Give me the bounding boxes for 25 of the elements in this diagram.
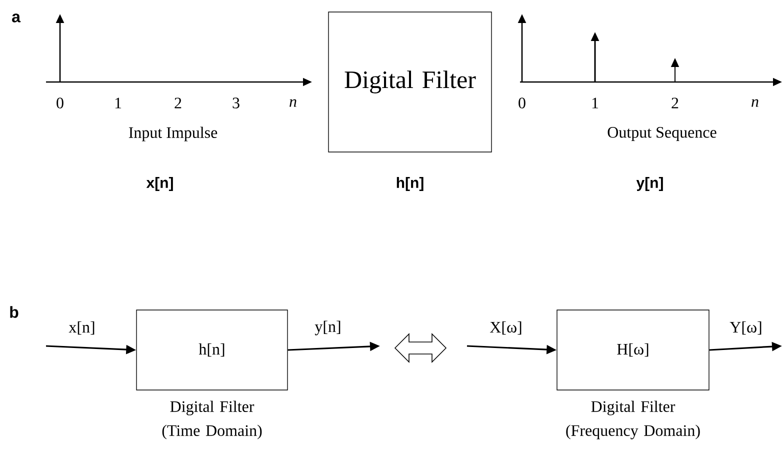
edge-label: y[n] <box>314 320 340 336</box>
edge-label: X[ω] <box>490 321 522 335</box>
signal-label: x[n] <box>146 177 173 191</box>
filter-box: h[n] <box>136 310 288 390</box>
axis-label: n <box>290 99 296 107</box>
panel-letter: b <box>10 306 18 318</box>
tick-label: 2 <box>174 98 182 108</box>
tick-label: 3 <box>232 98 240 108</box>
plot-caption: Input Impulse <box>128 126 218 142</box>
edge-label: Y[ω] <box>730 321 762 335</box>
signal-label: h[n] <box>396 177 424 191</box>
filter-caption: Digital Filter (Frequency Domain) <box>566 400 700 440</box>
plot-caption: Output Sequence <box>608 127 716 141</box>
filter-caption: Digital Filter (Time Domain) <box>162 400 262 440</box>
panel-letter: a <box>12 14 21 22</box>
filter-box: H[ω] <box>556 310 710 390</box>
signal-label: y[n] <box>636 177 663 191</box>
tick-label: 0 <box>56 98 64 108</box>
edge-label: x[n] <box>68 321 94 335</box>
tick-label: 1 <box>592 98 598 108</box>
tick-label: 2 <box>672 98 678 108</box>
filter-box: Digital Filter <box>328 12 492 152</box>
tick-label: 0 <box>518 98 526 108</box>
tick-label: 1 <box>115 98 122 108</box>
axis-label: n <box>752 99 758 107</box>
